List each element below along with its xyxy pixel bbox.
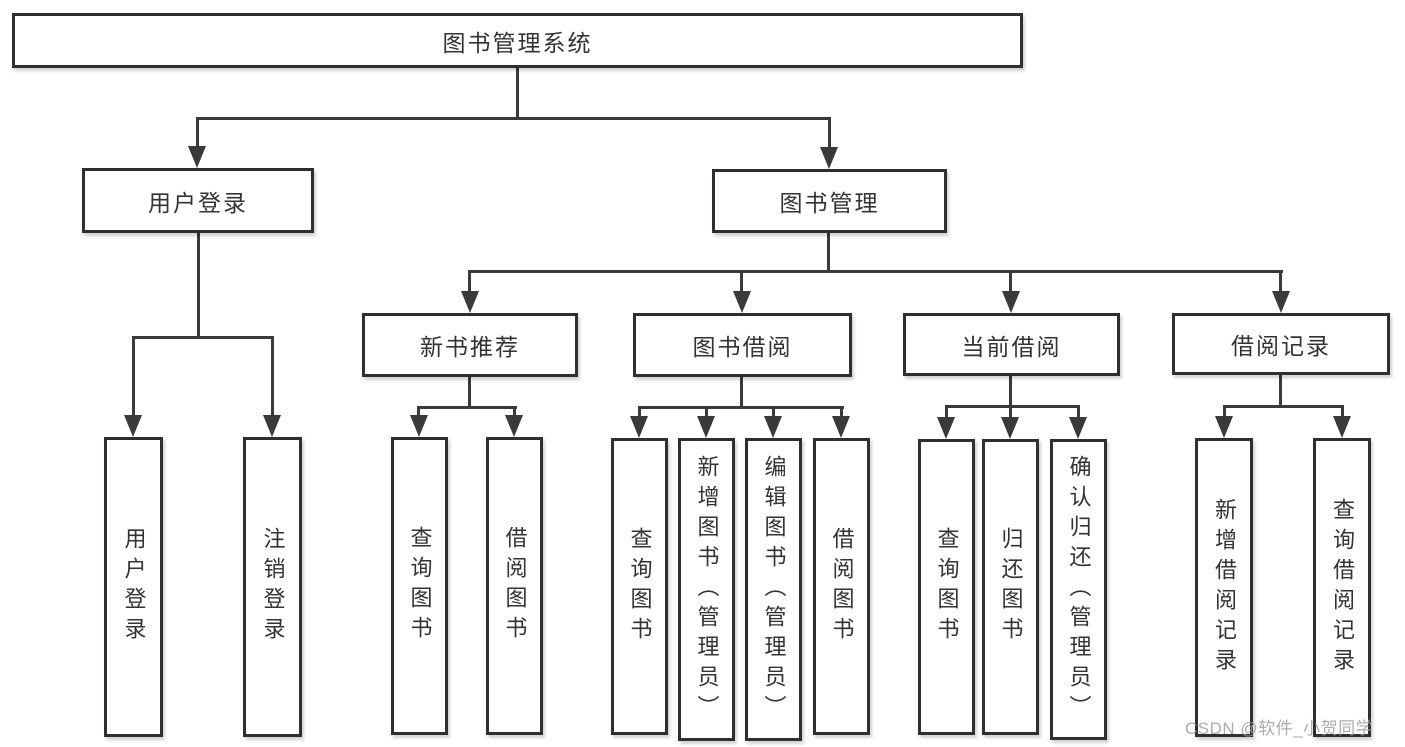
edge-drop-g4c3 — [1077, 405, 1080, 418]
edge-drop-g5c1 — [1223, 405, 1226, 418]
leaf-query-books: 查询图书 — [918, 439, 975, 735]
edge-book-mgmt-rail — [468, 270, 1283, 273]
edge-drop-g5c2 — [1341, 405, 1344, 418]
edge-new-book-rail — [417, 406, 517, 409]
node-new-book-recommendation: 新书推荐 — [362, 313, 578, 377]
edge-drop-g4c1 — [945, 405, 948, 418]
node-current-borrowing: 当前借阅 — [903, 313, 1120, 376]
edge-drop-g4c2 — [1009, 405, 1012, 418]
arrowhead-book-mgmt — [820, 147, 838, 169]
leaf-borrow-books: 借阅图书 — [486, 437, 543, 735]
arrowhead-current — [1002, 291, 1020, 313]
leaf-query-borrow-record: 查询借阅记录 — [1313, 438, 1371, 737]
leaf-query-books: 查询图书 — [391, 437, 448, 735]
leaf-borrow-books: 借阅图书 — [813, 438, 870, 735]
edge-new-book-stem — [468, 377, 471, 409]
edge-records-stem — [1279, 375, 1282, 408]
node-book-management: 图书管理 — [712, 169, 947, 233]
arrowhead-g2c1 — [410, 415, 428, 437]
node-label: 新书推荐 — [420, 334, 520, 360]
node-label: 查询图书 — [407, 526, 433, 646]
node-label: 查询借阅记录 — [1330, 497, 1355, 678]
arrowhead-new-book — [461, 291, 479, 313]
edge-root-rail — [196, 117, 831, 120]
node-label: 图书借阅 — [692, 334, 793, 360]
leaf-add-books-admin: 新增图书（管理员） — [678, 438, 735, 741]
edge-drop-borrow — [740, 270, 743, 292]
edge-drop-g3c2 — [705, 406, 708, 418]
node-label: 当前借阅 — [961, 333, 1062, 360]
arrowhead-login-leaf — [124, 415, 142, 437]
edge-drop-g3c4 — [840, 406, 843, 418]
arrowhead-g4c1 — [937, 417, 955, 439]
edge-drop-login-leaf — [132, 336, 135, 416]
edge-borrow-rail — [638, 406, 844, 409]
node-label: 查询图书 — [934, 527, 960, 647]
leaf-return-books: 归还图书 — [982, 439, 1039, 735]
node-label: 借阅图书 — [502, 526, 528, 646]
edge-drop-g3c3 — [772, 406, 775, 418]
leaf-logout: 注销登录 — [243, 437, 302, 737]
arrowhead-g4c3 — [1069, 417, 1087, 439]
node-label: 用户登录 — [148, 189, 248, 216]
edge-drop-logout-leaf — [271, 336, 274, 416]
node-label: 新增借阅记录 — [1212, 497, 1237, 678]
arrowhead-g2c2 — [505, 415, 523, 437]
edge-drop-g2c1 — [417, 406, 420, 418]
arrowhead-g4c2 — [1001, 417, 1019, 439]
arrowhead-g3c4 — [832, 416, 850, 438]
node-label: 图书管理系统 — [442, 29, 593, 56]
node-label: 确认归还（管理员） — [1066, 454, 1092, 725]
leaf-edit-books-admin: 编辑图书（管理员） — [745, 438, 802, 741]
node-label: 注销登录 — [260, 527, 286, 647]
arrowhead-records — [1272, 291, 1290, 313]
edge-book-mgmt-stem — [827, 233, 830, 273]
edge-borrow-stem — [740, 377, 743, 409]
edge-drop-book-mgmt — [828, 117, 831, 149]
arrowhead-g3c1 — [630, 416, 648, 438]
arrowhead-g3c2 — [697, 416, 715, 438]
arrowhead-g3c3 — [764, 416, 782, 438]
node-user-login: 用户登录 — [82, 168, 314, 233]
node-borrowing-records: 借阅记录 — [1172, 313, 1390, 375]
leaf-query-books: 查询图书 — [611, 438, 668, 735]
leaf-user-login: 用户登录 — [104, 437, 163, 737]
arrowhead-borrow — [733, 291, 751, 313]
csdn-watermark: CSDN @软件_小贺同学 — [1185, 719, 1374, 738]
edge-records-rail — [1223, 405, 1344, 408]
edge-drop-user-login — [196, 117, 199, 149]
node-library-management-system: 图书管理系统 — [12, 13, 1023, 68]
leaf-add-borrow-record: 新增借阅记录 — [1195, 438, 1253, 737]
arrowhead-g5c1 — [1215, 416, 1233, 438]
node-label: 编辑图书（管理员） — [761, 454, 787, 725]
edge-root-stem — [516, 68, 519, 118]
arrowhead-user-login — [188, 146, 206, 168]
edge-drop-records — [1279, 270, 1282, 292]
node-label: 图书管理 — [779, 190, 880, 216]
edge-user-login-rail — [132, 336, 274, 339]
node-label: 借阅记录 — [1231, 333, 1331, 359]
edge-drop-g3c1 — [638, 406, 641, 418]
node-label: 借阅图书 — [829, 526, 855, 647]
node-label: 用户登录 — [121, 527, 147, 647]
node-label: 新增图书（管理员） — [694, 454, 720, 725]
edge-drop-g2c2 — [513, 406, 516, 418]
edge-current-stem — [1009, 376, 1012, 408]
node-book-borrowing: 图书借阅 — [633, 313, 852, 377]
edge-drop-new-book — [468, 270, 471, 292]
edge-drop-current — [1009, 270, 1012, 292]
leaf-confirm-return-admin: 确认归还（管理员） — [1050, 439, 1107, 740]
arrowhead-logout-leaf — [263, 415, 281, 437]
edge-current-rail — [945, 405, 1080, 408]
edge-user-login-stem — [197, 233, 200, 339]
arrowhead-g5c2 — [1333, 416, 1351, 438]
node-label: 查询图书 — [627, 526, 653, 647]
node-label: 归还图书 — [998, 527, 1024, 647]
